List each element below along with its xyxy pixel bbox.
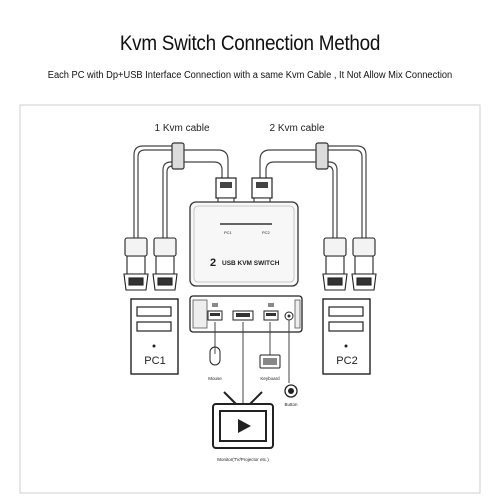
pc1-tower: PC1 [130,298,179,375]
mouse-label: Mouse [208,376,222,381]
cable2-label: 2 Kvm cable [269,123,324,134]
pc2-tower: PC2 [322,298,371,375]
mouse-icon [209,346,221,366]
cable2-pc-plugs [322,237,377,291]
monitor-label: Monitor(TV/Projector etc.) [217,457,269,462]
cable1-label: 1 Kvm cable [154,123,209,134]
pc2-label: PC2 [336,355,357,367]
button-label: Button [284,402,298,407]
pc1-label: PC1 [144,355,165,367]
page-title: Kvm Switch Connection Method [119,32,381,55]
kvm-cable-2 [259,142,367,258]
monitor-icon [212,391,274,449]
switch-number: 2 [210,257,216,269]
cable1-pc-plugs [123,237,178,291]
page-subtitle: Each PC with Dp+USB Interface Connection… [47,70,453,81]
switch-port1-label: PC1 [224,230,233,235]
diagram-frame [19,104,481,494]
switch-port2-label: PC2 [262,230,271,235]
switch-name: USB KVM SWITCH [222,260,280,267]
remote-button-icon [284,384,298,398]
keyboard-icon [259,354,281,369]
kvm-switch-top: PC1 PC2 2 USB KVM SWITCH [189,201,299,287]
kvm-cable-1 [133,142,229,258]
play-icon [238,419,251,433]
kvm-switch-front [189,295,303,333]
keyboard-label: Keyboard [260,376,280,381]
